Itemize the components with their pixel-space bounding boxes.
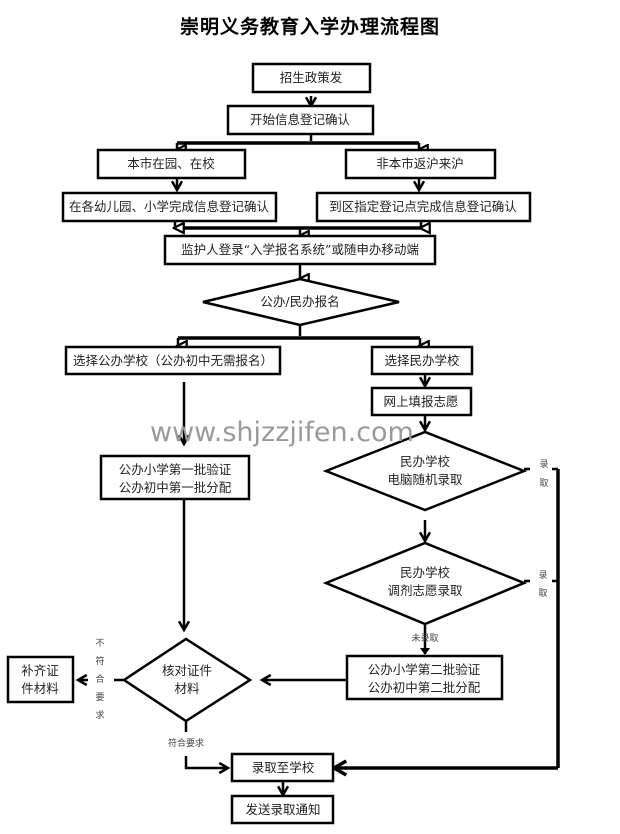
label-admitted-1-char1: 录 [539,459,548,470]
label-not-qualified-char1: 不 [95,638,104,649]
node-notify: 发送录取通知 [230,794,335,825]
label-not-admitted: 未录取 [411,632,438,644]
node-supplement: 补齐证 件材料 [6,655,75,704]
node-supplement-line2: 件材料 [21,681,59,696]
label-not-qualified-char3: 合 [95,673,104,685]
node-local-reg: 在各幼儿园、小学完成信息登记确认 [61,191,278,223]
label-not-qualified-char5: 求 [95,709,104,721]
node-local: 本市在园、在校 [96,148,247,180]
node-start-reg-text: 开始信息登记确认 [250,112,351,127]
node-online-apply: 网上填报志愿 [370,386,473,417]
label-admitted-1: 录 取 [539,459,548,489]
node-guardian-login-text: 监护人登录“入学报名系统”或随申办移动端 [181,242,419,257]
node-nonlocal-text: 非本市返沪来沪 [376,156,464,171]
node-guardian-login: 监护人登录“入学报名系统”或随申办移动端 [163,234,437,266]
node-nonlocal: 非本市返沪来沪 [344,148,497,180]
label-not-qualified: 不 符 合 要 求 [95,638,104,721]
node-local-text: 本市在园、在校 [127,156,215,171]
node-local-reg-text: 在各幼儿园、小学完成信息登记确认 [69,199,270,214]
node-verify-line1: 核对证件 [162,663,212,678]
label-admitted-2: 录 取 [538,570,547,599]
node-public-batch1: 公办小学第一批验证 公办初中第一批分配 [99,454,251,501]
connectors [75,96,560,798]
node-choose-public-text: 选择公办学校（公办初中无需报名） [73,353,273,368]
arrow-to-admit [184,756,231,775]
node-private-adjust: 民办学校 调剂志愿录取 [322,541,528,626]
node-public-private: 公办/民办报名 [202,277,400,327]
label-not-qualified-char2: 符 [95,655,104,667]
node-notify-text: 发送录取通知 [245,802,320,817]
arrow-not-admitted-head [420,648,430,655]
node-public-batch2: 公办小学第二批验证 公办初中第二批分配 [345,654,504,701]
node-admit-text: 录取至学校 [252,760,315,775]
node-policy-text: 招生政策发 [280,70,343,85]
node-private-adjust-line1: 民办学校 [400,565,451,580]
label-admitted-2-char1: 录 [538,570,547,581]
node-private-lottery-line2: 电脑随机录取 [387,472,463,487]
node-choose-private-text: 选择民办学校 [384,353,460,368]
node-verify-line2: 材料 [174,681,200,696]
node-nonlocal-reg: 到区指定登记点完成信息登记确认 [315,191,532,223]
label-not-qualified-char4: 要 [95,692,104,703]
label-qualified: 符合要求 [168,737,204,749]
node-public-batch1-line2: 公办初中第一批分配 [119,480,232,495]
label-admitted-1-char2: 取 [539,478,548,489]
node-choose-private: 选择民办学校 [370,345,474,376]
label-admitted-2-char2: 取 [538,588,547,599]
page-title: 崇明义务教育入学办理流程图 [179,16,440,38]
node-public-batch2-line1: 公办小学第二批验证 [368,662,481,677]
node-online-apply-text: 网上填报志愿 [383,394,458,409]
node-public-batch2-line2: 公办初中第二批分配 [368,680,481,695]
node-supplement-line1: 补齐证 [21,663,59,678]
node-policy: 招生政策发 [251,62,372,94]
node-nonlocal-reg-text: 到区指定登记点完成信息登记确认 [329,199,517,214]
node-private-lottery-line1: 民办学校 [400,454,451,469]
node-choose-public: 选择公办学校（公办初中无需报名） [64,345,282,376]
node-private-lottery: 民办学校 电脑随机录取 [322,430,528,512]
node-private-adjust-line2: 调剂志愿录取 [387,583,463,598]
node-admit: 录取至学校 [230,752,335,783]
node-verify: 核对证件 材料 [121,637,253,723]
node-start-reg: 开始信息登记确认 [226,104,375,136]
node-public-batch1-line1: 公办小学第一批验证 [119,462,232,477]
node-public-private-text: 公办/民办报名 [260,294,339,309]
